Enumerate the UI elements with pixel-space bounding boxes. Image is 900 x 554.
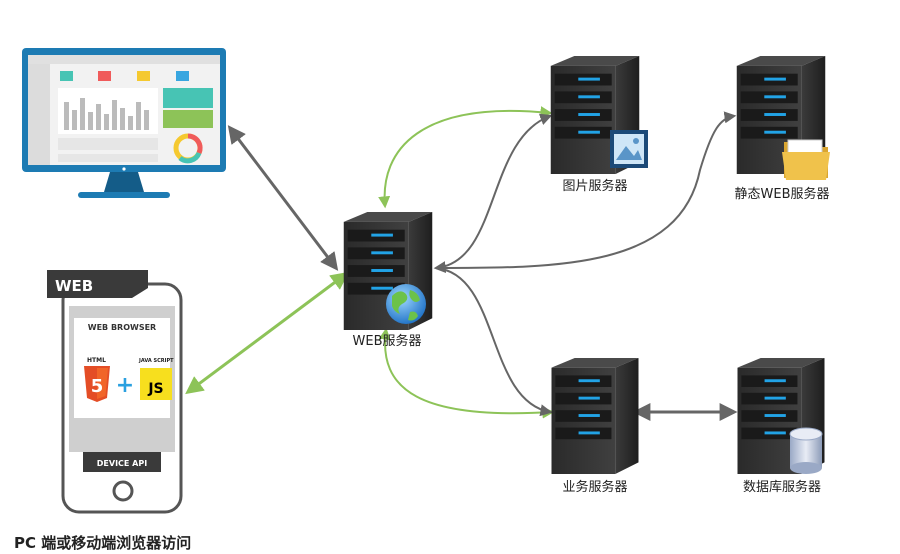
static-server-label: 静态WEB服务器 [735, 186, 830, 202]
arrow-monitor-web [227, 125, 339, 271]
html-label: HTML [87, 357, 106, 364]
phone-browser-label: WEB BROWSER [88, 323, 156, 332]
connections [185, 106, 738, 421]
globe-icon [386, 284, 426, 324]
static-web-server: 静态WEB服务器 [735, 56, 830, 202]
web-server-label: WEB服务器 [353, 333, 422, 349]
js-text: JS [147, 381, 163, 397]
diagram-caption: PC 端或移动端浏览器访问 [14, 534, 191, 552]
js-label: JAVA SCRIPT [138, 358, 174, 364]
image-server-label: 图片服务器 [562, 178, 627, 194]
plus-sign: + [116, 373, 134, 398]
web-server: WEB服务器 [343, 212, 433, 349]
arrow-web-static [435, 111, 737, 269]
database-icon [789, 427, 823, 474]
folder-icon [782, 139, 830, 180]
arrow-phone-web [185, 271, 349, 395]
arrow-web-business [378, 327, 555, 419]
javascript-icon: JAVA SCRIPT JS [138, 358, 174, 400]
arrow-web-image [378, 106, 553, 209]
image-server: 图片服务器 [550, 56, 648, 194]
device-api-label: DEVICE API [97, 459, 147, 468]
business-server: 业务服务器 [551, 358, 639, 495]
phone-web-tag: WEB [55, 277, 93, 295]
arrow-web-business-gray [435, 267, 553, 417]
mobile-phone: WEB WEB BROWSER HTML 5 + JAVA SCRIPT JS … [47, 270, 183, 514]
business-server-label: 业务服务器 [562, 479, 627, 495]
desktop-monitor [22, 48, 226, 198]
picture-icon [610, 130, 648, 168]
database-server-label: 数据库服务器 [743, 479, 821, 495]
html5-icon: HTML 5 [84, 357, 110, 402]
html5-digit: 5 [91, 376, 104, 397]
arrow-web-image-gray [433, 113, 553, 274]
database-server: 数据库服务器 [737, 358, 825, 495]
